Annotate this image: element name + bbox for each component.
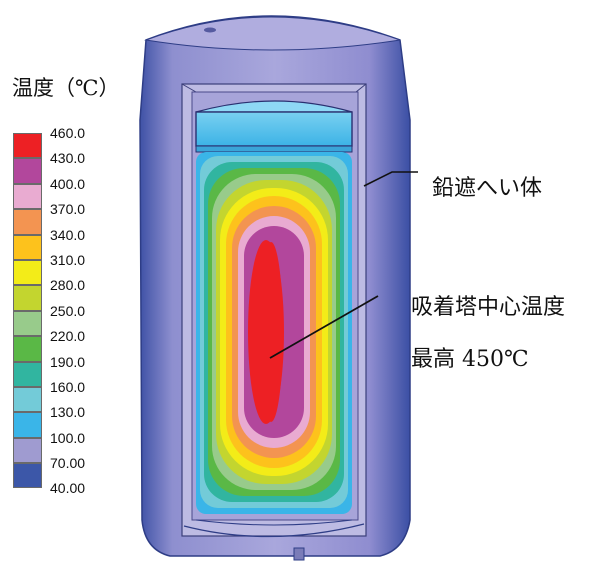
legend-swatch bbox=[13, 437, 42, 464]
legend-label: 400.0 bbox=[50, 175, 86, 192]
legend-label: 250.0 bbox=[50, 302, 86, 319]
center-leader-line bbox=[269, 295, 379, 359]
cask-top-surface bbox=[144, 16, 401, 51]
shield-annotation: 鉛遮へい体 bbox=[432, 176, 543, 201]
legend-swatch bbox=[13, 133, 42, 159]
legend-swatch bbox=[13, 158, 42, 184]
legend-swatch bbox=[13, 285, 42, 311]
legend-label: 340.0 bbox=[50, 226, 86, 243]
cap-plate bbox=[195, 111, 353, 147]
legend-label: 40.00 bbox=[50, 480, 86, 497]
max-temp-annotation: 最高 450℃ bbox=[411, 347, 529, 372]
bottom-pin bbox=[293, 547, 305, 561]
legend-label: 130.0 bbox=[50, 404, 86, 421]
center-temp-annotation: 吸着塔中心温度 bbox=[411, 295, 566, 320]
legend-swatch bbox=[13, 336, 42, 362]
legend-label: 430.0 bbox=[50, 150, 86, 167]
legend-swatch bbox=[13, 361, 42, 387]
legend-label: 460.0 bbox=[50, 125, 86, 141]
legend-label: 70.00 bbox=[50, 455, 86, 472]
legend-title: 温度（℃） bbox=[12, 76, 120, 100]
legend-label: 280.0 bbox=[50, 277, 86, 294]
legend-swatch bbox=[13, 259, 42, 286]
top-hole bbox=[204, 27, 216, 33]
legend-swatch bbox=[13, 209, 42, 235]
legend-swatch bbox=[13, 412, 42, 438]
legend-label: 100.0 bbox=[50, 429, 86, 446]
legend-label: 310.0 bbox=[50, 251, 86, 268]
legend-swatch bbox=[13, 386, 42, 413]
legend-label: 370.0 bbox=[50, 201, 86, 218]
legend-swatch bbox=[13, 310, 42, 337]
shield-leader-line bbox=[363, 171, 418, 187]
legend-label: 160.0 bbox=[50, 378, 86, 395]
legend-label: 190.0 bbox=[50, 353, 86, 370]
legend-swatch bbox=[13, 234, 42, 260]
cap-plate-top bbox=[195, 100, 353, 113]
legend-swatch bbox=[13, 463, 42, 489]
legend-label: 220.0 bbox=[50, 328, 86, 345]
legend-swatch bbox=[13, 183, 42, 210]
